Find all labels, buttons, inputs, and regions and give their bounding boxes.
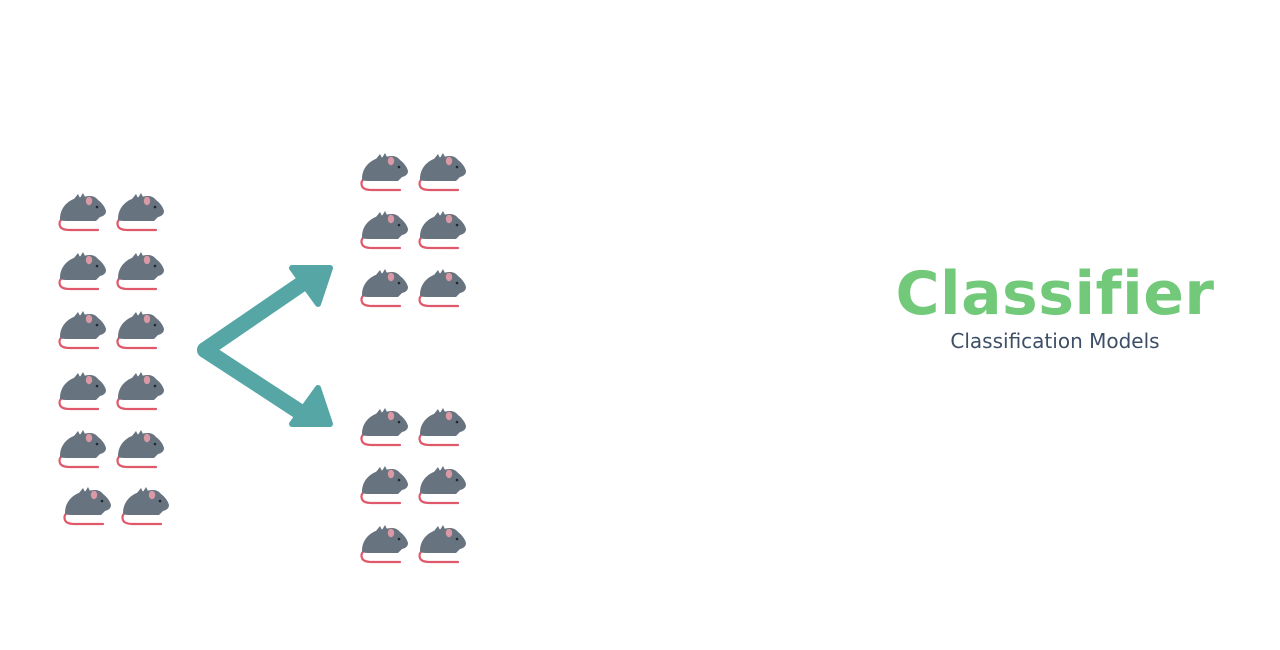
- mouse-icon: [58, 309, 108, 350]
- arrow-down-right-icon: [197, 342, 333, 427]
- mouse-icon: [360, 151, 410, 192]
- title-block: Classifier Classification Models: [855, 256, 1255, 354]
- mouse-icon: [121, 485, 171, 526]
- mouse-icon: [116, 191, 166, 232]
- diagram-title: Classifier: [895, 259, 1215, 329]
- mouse-icon: [418, 267, 468, 308]
- mouse-icon: [116, 428, 166, 469]
- mouse-icon: [63, 485, 113, 526]
- mouse-icon: [58, 428, 108, 469]
- output-mice-group-top: [360, 151, 468, 308]
- mouse-icon: [418, 464, 468, 505]
- mouse-icon: [418, 209, 468, 250]
- mouse-icon: [58, 191, 108, 232]
- mouse-icon: [360, 523, 410, 564]
- mouse-icon: [360, 406, 410, 447]
- input-mice-group: [58, 191, 171, 526]
- mouse-icon: [360, 464, 410, 505]
- mouse-icon: [360, 267, 410, 308]
- mouse-icon: [58, 250, 108, 291]
- output-mice-group-bottom: [360, 406, 468, 564]
- arrow-up-right-icon: [197, 265, 333, 358]
- mouse-icon: [116, 250, 166, 291]
- mouse-icon: [418, 151, 468, 192]
- diagram-subtitle: Classification Models: [950, 329, 1160, 353]
- mouse-icon: [360, 209, 410, 250]
- mouse-icon: [58, 370, 108, 411]
- mouse-icon: [116, 309, 166, 350]
- mouse-icon: [116, 370, 166, 411]
- mouse-icon: [418, 523, 468, 564]
- mouse-icon: [418, 406, 468, 447]
